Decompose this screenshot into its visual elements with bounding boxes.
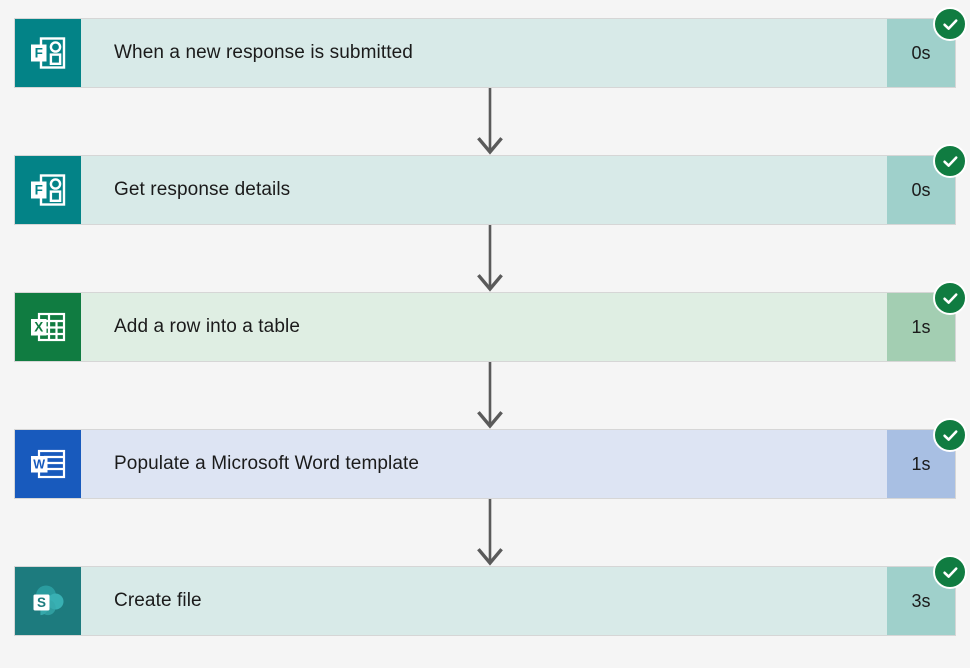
step-icon-container: F <box>15 156 81 224</box>
flow-step-get-response-details[interactable]: F Get response details 0s <box>14 144 967 225</box>
flow-step-create-file[interactable]: S Create file 3s <box>14 555 967 636</box>
step-title-container: When a new response is submitted <box>81 19 887 87</box>
flow-connector-arrow <box>474 88 506 156</box>
step-title: Get response details <box>114 179 291 200</box>
check-circle-icon <box>933 144 967 178</box>
svg-text:F: F <box>35 45 43 60</box>
step-title: Add a row into a table <box>114 316 300 337</box>
flow-connector-arrow <box>474 362 506 430</box>
step-title-container: Get response details <box>81 156 887 224</box>
step-icon-container: X <box>15 293 81 361</box>
step-title-container: Create file <box>81 567 887 635</box>
svg-text:W: W <box>33 458 45 472</box>
flow-connector-arrow <box>474 499 506 567</box>
microsoft-forms-icon: F <box>15 155 81 225</box>
check-circle-icon <box>933 555 967 589</box>
step-title: Create file <box>114 590 202 611</box>
flow-connector-arrow <box>474 225 506 293</box>
svg-text:S: S <box>37 595 46 610</box>
flow-step-populate-a-microsoft-word-template[interactable]: W Populate a Microsoft Word template 1s <box>14 418 967 499</box>
flow-step-add-a-row-into-a-table[interactable]: X Add a row into a table 1s <box>14 281 967 362</box>
check-circle-icon <box>933 7 967 41</box>
check-circle-icon <box>933 418 967 452</box>
step-duration: 3s <box>911 590 931 611</box>
step-icon-container: F <box>15 19 81 87</box>
step-duration: 0s <box>911 179 931 200</box>
sharepoint-icon: S <box>15 566 81 636</box>
flow-step-when-a-new-response-is-submitted[interactable]: F When a new response is submitted 0s <box>14 7 967 88</box>
step-icon-container: W <box>15 430 81 498</box>
check-circle-icon <box>933 281 967 315</box>
microsoft-word-icon: W <box>15 429 81 499</box>
step-icon-container: S <box>15 567 81 635</box>
svg-text:F: F <box>35 182 43 197</box>
step-title-container: Populate a Microsoft Word template <box>81 430 887 498</box>
step-title: Populate a Microsoft Word template <box>114 453 420 474</box>
step-title-container: Add a row into a table <box>81 293 887 361</box>
svg-text:X: X <box>34 320 43 335</box>
step-duration: 1s <box>911 316 931 337</box>
step-duration: 1s <box>911 453 931 474</box>
step-title: When a new response is submitted <box>114 42 413 63</box>
microsoft-forms-icon: F <box>15 18 81 88</box>
microsoft-excel-icon: X <box>15 292 81 362</box>
step-duration: 0s <box>911 42 931 63</box>
